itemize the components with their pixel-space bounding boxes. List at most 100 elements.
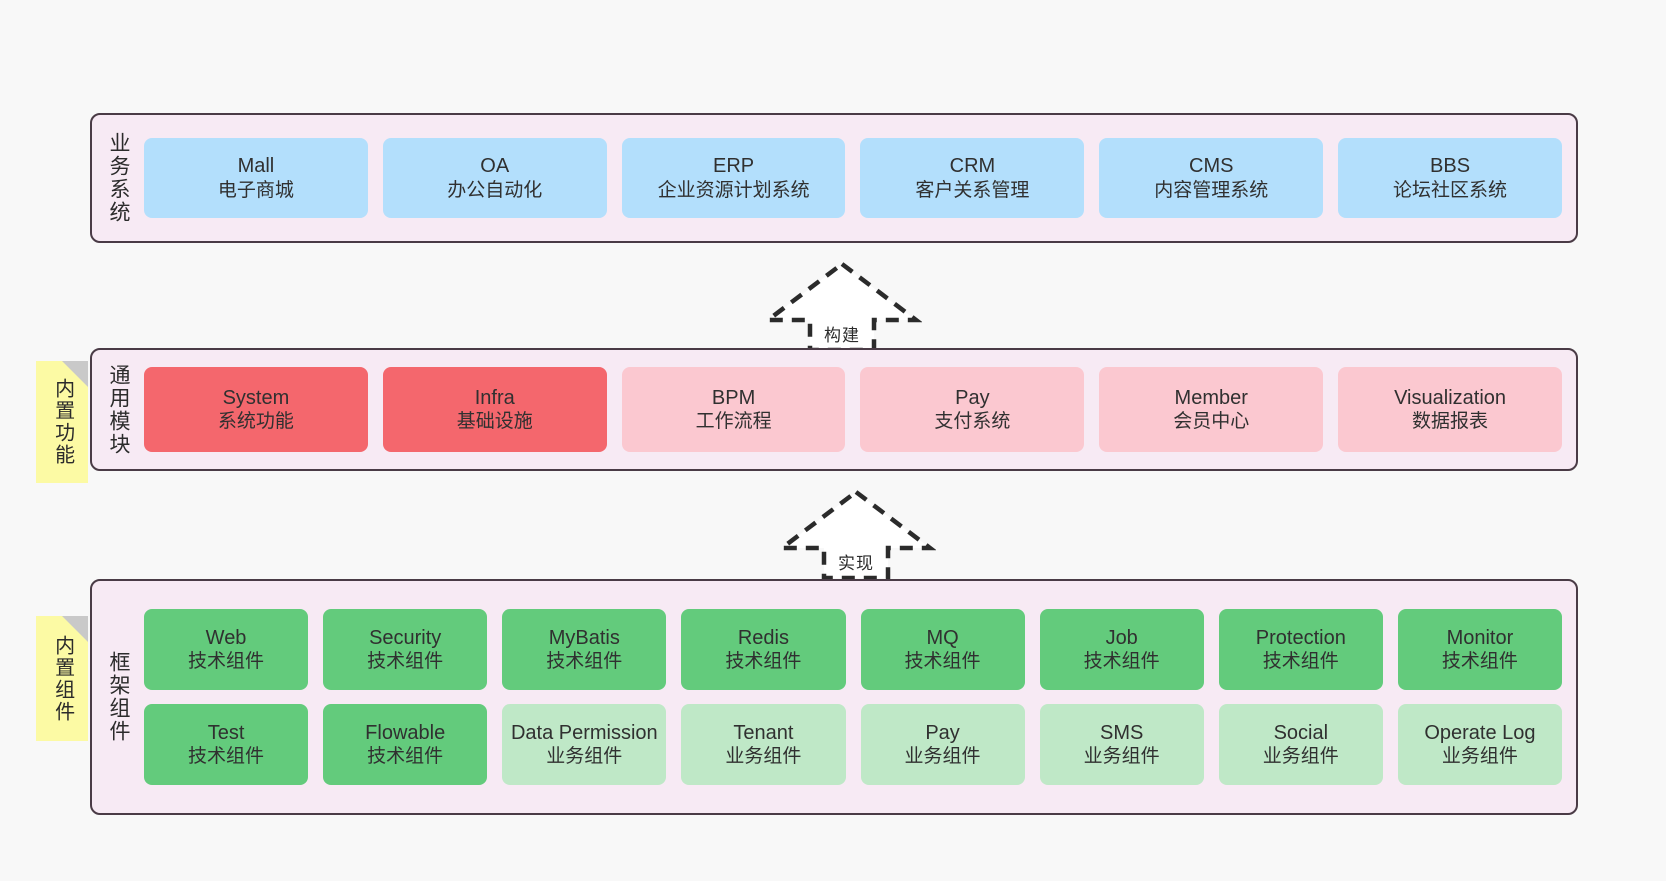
card-test[interactable]: Test 技术组件 (144, 704, 309, 785)
card-subtitle: 技术组件 (188, 651, 265, 673)
card-subtitle: 技术组件 (725, 651, 802, 673)
card-title: Tenant (733, 721, 794, 744)
card-title: Infra (474, 386, 515, 409)
card-subtitle: 办公自动化 (447, 179, 543, 201)
card-subtitle: 技术组件 (367, 746, 444, 768)
card-title: Protection (1255, 626, 1346, 649)
card-social[interactable]: Social 业务组件 (1218, 704, 1383, 785)
layer-common-module: 通用模块 System 系统功能 Infra 基础设施 BPM 工作流程 Pay… (90, 348, 1578, 471)
card-subtitle: 业务组件 (1083, 746, 1160, 768)
card-web[interactable]: Web 技术组件 (144, 609, 309, 690)
card-row: Mall 电子商城 OA 办公自动化 ERP 企业资源计划系统 CRM 客户关系… (144, 138, 1562, 218)
card-subtitle: 基础设施 (456, 411, 533, 433)
card-title: Flowable (365, 721, 446, 744)
card-subtitle: 业务组件 (546, 746, 623, 768)
card-member[interactable]: Member 会员中心 (1099, 367, 1324, 452)
card-monitor[interactable]: Monitor 技术组件 (1397, 609, 1562, 690)
card-title: MyBatis (548, 626, 620, 649)
layer-business-system: 业务系统 Mall 电子商城 OA 办公自动化 ERP 企业资源计划系统 CRM… (90, 113, 1578, 243)
card-title: Pay (955, 386, 990, 409)
card-pay[interactable]: Pay 支付系统 (860, 367, 1085, 452)
card-title: Web (205, 626, 247, 649)
card-flowable[interactable]: Flowable 技术组件 (323, 704, 488, 785)
implement-arrow-label: 实现 (838, 554, 874, 573)
build-arrow-label: 构建 (824, 326, 860, 345)
card-subtitle: 业务组件 (904, 746, 981, 768)
card-redis[interactable]: Redis 技术组件 (681, 609, 846, 690)
card-pay-business[interactable]: Pay 业务组件 (860, 704, 1025, 785)
note-builtin-feature: 内置功能 (36, 361, 88, 483)
card-subtitle: 电子商城 (217, 179, 294, 201)
card-title: CMS (1189, 155, 1234, 178)
card-subtitle: 系统功能 (217, 411, 294, 433)
card-title: Job (1105, 626, 1138, 649)
card-title: OA (480, 155, 510, 178)
card-subtitle: 技术组件 (367, 651, 444, 673)
note-builtin-feature-label: 内置功能 (51, 378, 74, 466)
card-subtitle: 客户关系管理 (915, 179, 1030, 201)
card-erp[interactable]: ERP 企业资源计划系统 (621, 138, 846, 218)
note-builtin-component-label: 内置组件 (51, 634, 74, 723)
card-oa[interactable]: OA 办公自动化 (382, 138, 607, 218)
layer-framework-component: 框架组件 Web 技术组件 Security 技术组件 MyBatis 技术组件… (90, 579, 1578, 815)
card-title: Data Permission (510, 721, 658, 744)
card-subtitle: 技术组件 (1262, 651, 1339, 673)
card-title: Visualization (1394, 386, 1507, 409)
card-crm[interactable]: CRM 客户关系管理 (860, 138, 1085, 218)
card-subtitle: 会员中心 (1173, 411, 1250, 433)
card-subtitle: 技术组件 (1441, 651, 1518, 673)
card-mq[interactable]: MQ 技术组件 (860, 609, 1025, 690)
card-tenant[interactable]: Tenant 业务组件 (681, 704, 846, 785)
card-system[interactable]: System 系统功能 (144, 367, 368, 452)
card-title: Pay (925, 721, 960, 744)
layer-framework-component-label: 框架组件 (106, 651, 130, 743)
card-subtitle: 技术组件 (904, 651, 981, 673)
card-title: Monitor (1446, 626, 1514, 649)
card-security[interactable]: Security 技术组件 (323, 609, 488, 690)
card-row-technical: Web 技术组件 Security 技术组件 MyBatis 技术组件 Redi… (144, 609, 1562, 690)
card-cms[interactable]: CMS 内容管理系统 (1099, 138, 1324, 218)
card-visualization[interactable]: Visualization 数据报表 (1338, 367, 1562, 452)
implement-arrow: 实现 (776, 486, 936, 582)
card-row-business: Test 技术组件 Flowable 技术组件 Data Permission … (144, 704, 1562, 785)
implement-arrow-shape (776, 489, 936, 581)
card-mall[interactable]: Mall 电子商城 (144, 138, 368, 218)
card-infra[interactable]: Infra 基础设施 (382, 367, 607, 452)
card-title: Security (369, 626, 442, 649)
card-title: Social (1273, 721, 1329, 744)
layer-common-module-label: 通用模块 (106, 363, 130, 456)
card-job[interactable]: Job 技术组件 (1039, 609, 1204, 690)
card-row: System 系统功能 Infra 基础设施 BPM 工作流程 Pay 支付系统… (144, 367, 1562, 452)
card-bpm[interactable]: BPM 工作流程 (621, 367, 846, 452)
card-mybatis[interactable]: MyBatis 技术组件 (502, 609, 667, 690)
card-subtitle: 技术组件 (546, 651, 623, 673)
card-subtitle: 内容管理系统 (1154, 179, 1269, 201)
build-arrow-shape (762, 261, 922, 353)
card-title: MQ (926, 626, 959, 649)
layer-business-system-body: Mall 电子商城 OA 办公自动化 ERP 企业资源计划系统 CRM 客户关系… (144, 115, 1576, 241)
card-subtitle: 技术组件 (1083, 651, 1160, 673)
layer-common-module-body: System 系统功能 Infra 基础设施 BPM 工作流程 Pay 支付系统… (144, 350, 1576, 469)
card-subtitle: 数据报表 (1412, 411, 1489, 433)
card-subtitle: 支付系统 (934, 411, 1011, 433)
card-title: BBS (1430, 155, 1471, 178)
card-subtitle: 业务组件 (725, 746, 802, 768)
card-operate-log[interactable]: Operate Log 业务组件 (1397, 704, 1562, 785)
card-subtitle: 工作流程 (695, 411, 772, 433)
card-title: Redis (737, 626, 789, 649)
card-title: Member (1174, 386, 1248, 409)
card-data-permission[interactable]: Data Permission 业务组件 (502, 704, 667, 785)
card-title: ERP (713, 155, 755, 178)
note-builtin-component: 内置组件 (36, 616, 88, 741)
card-title: System (222, 386, 290, 409)
card-subtitle: 企业资源计划系统 (657, 179, 810, 201)
card-title: BPM (711, 386, 756, 409)
card-subtitle: 论坛社区系统 (1393, 179, 1508, 201)
card-sms[interactable]: SMS 业务组件 (1039, 704, 1204, 785)
card-title: Operate Log (1424, 721, 1536, 744)
card-title: CRM (949, 155, 996, 178)
card-protection[interactable]: Protection 技术组件 (1218, 609, 1383, 690)
card-bbs[interactable]: BBS 论坛社区系统 (1338, 138, 1562, 218)
card-subtitle: 业务组件 (1441, 746, 1518, 768)
